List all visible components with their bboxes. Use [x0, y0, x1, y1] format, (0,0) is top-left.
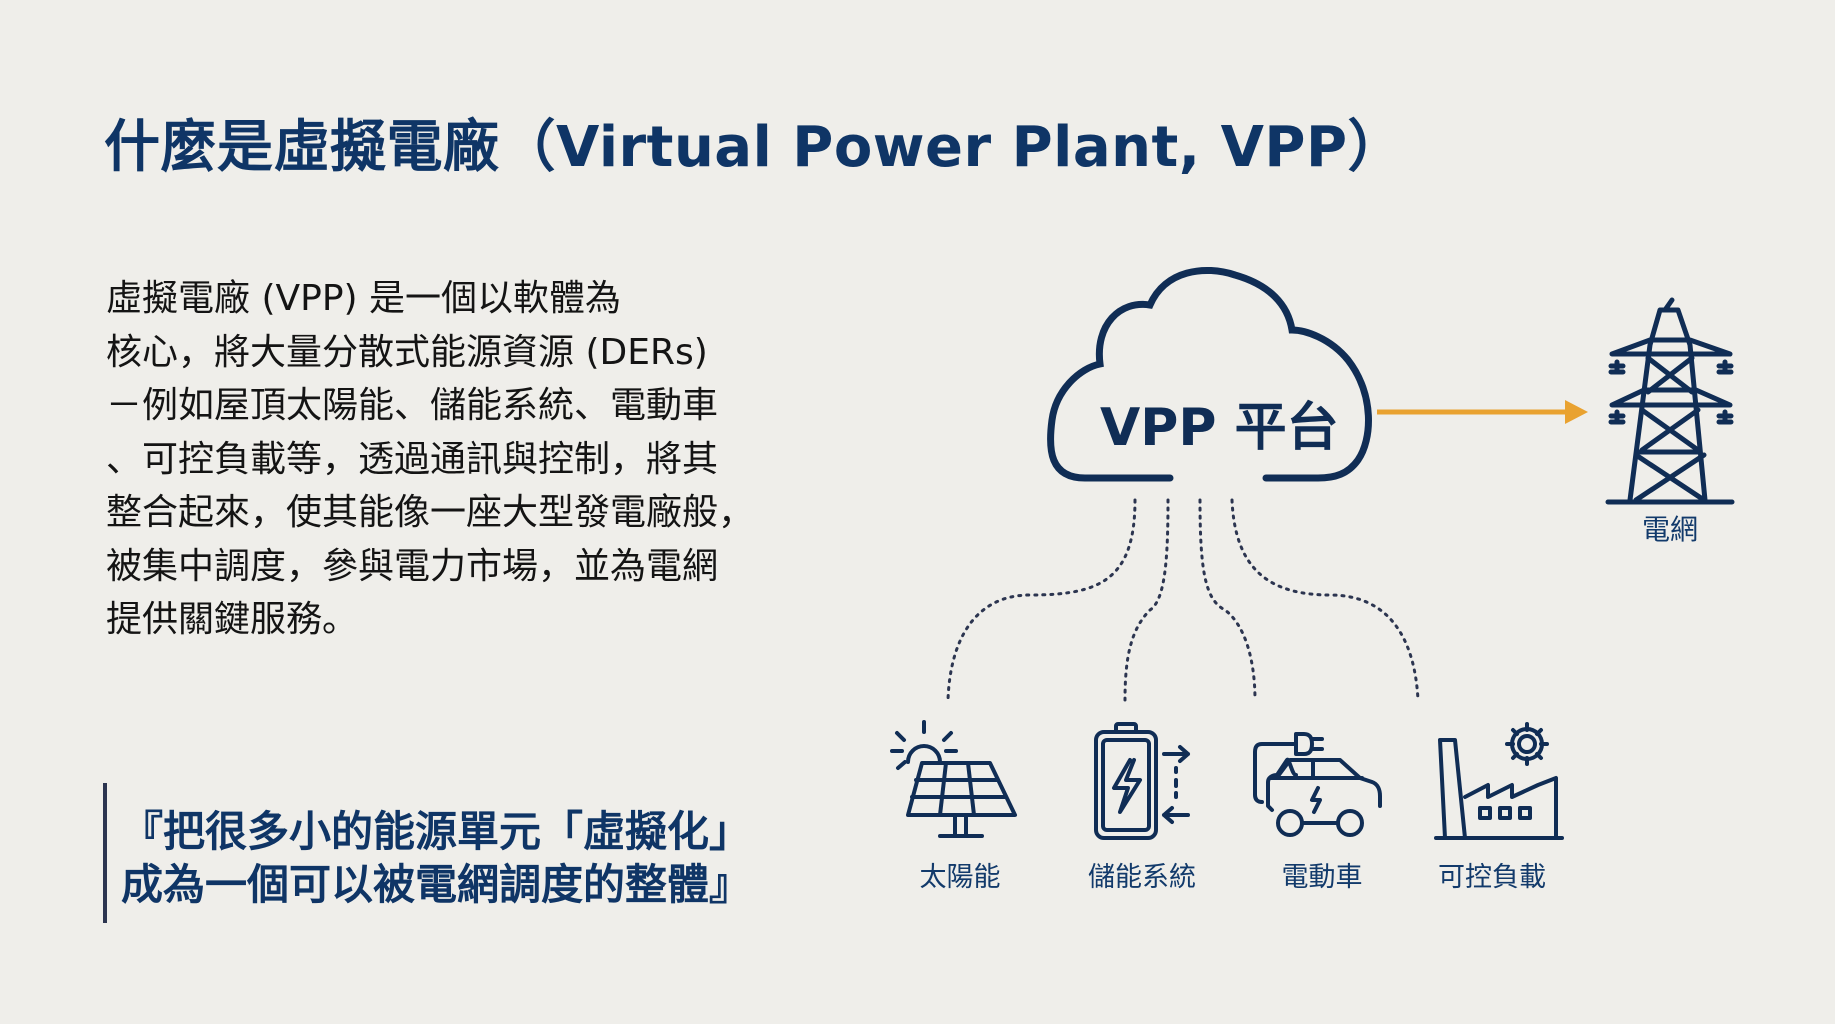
description-line: 被集中調度，參與電力市場，並為電網	[106, 545, 719, 587]
resource-label-solar: 太陽能	[919, 862, 1001, 893]
cloud-icon	[1047, 266, 1372, 482]
description-line: －例如屋頂太陽能、儲能系統、電動車	[106, 385, 719, 426]
resource-label-load: 可控負載	[1438, 862, 1546, 893]
resource-label-ev: 電動車	[1281, 862, 1363, 893]
page-title: 什麼是虛擬電廠（Virtual Power Plant, VPP）	[104, 115, 1404, 180]
connector-lines	[946, 498, 1420, 702]
transmission-tower-icon	[1605, 297, 1735, 505]
highlight-quote: 『把很多小的能源單元「虛擬化」 成為一個可以被電網調度的整體』	[103, 783, 751, 923]
description-line: 、可控負載等，透過通訊與控制，將其	[106, 438, 719, 480]
description-paragraph: 虛擬電廠 (VPP) 是一個以軟體為 核心，將大量分散式能源資源 (DERs) …	[106, 272, 866, 647]
description-line: 虛擬電廠 (VPP) 是一個以軟體為	[106, 278, 622, 319]
electric-car-icon	[1253, 732, 1382, 837]
battery-storage-icon	[1094, 722, 1190, 840]
quote-line: 成為一個可以被電網調度的整體』	[121, 860, 752, 909]
arrow-to-grid-icon	[1377, 400, 1588, 424]
description-line: 核心，將大量分散式能源資源 (DERs)	[106, 331, 708, 373]
vpp-platform-label: VPP 平台	[1100, 398, 1339, 458]
description-line: 提供關鍵服務。	[106, 599, 359, 640]
grid-label: 電網	[1641, 513, 1698, 546]
factory-load-icon	[1434, 722, 1564, 840]
description-line: 整合起來，使其能像一座大型發電廠般，	[106, 492, 755, 533]
quote-line: 『把很多小的能源單元「虛擬化」	[121, 807, 752, 856]
resource-label-storage: 儲能系統	[1088, 862, 1196, 893]
solar-panel-icon	[890, 720, 1017, 838]
